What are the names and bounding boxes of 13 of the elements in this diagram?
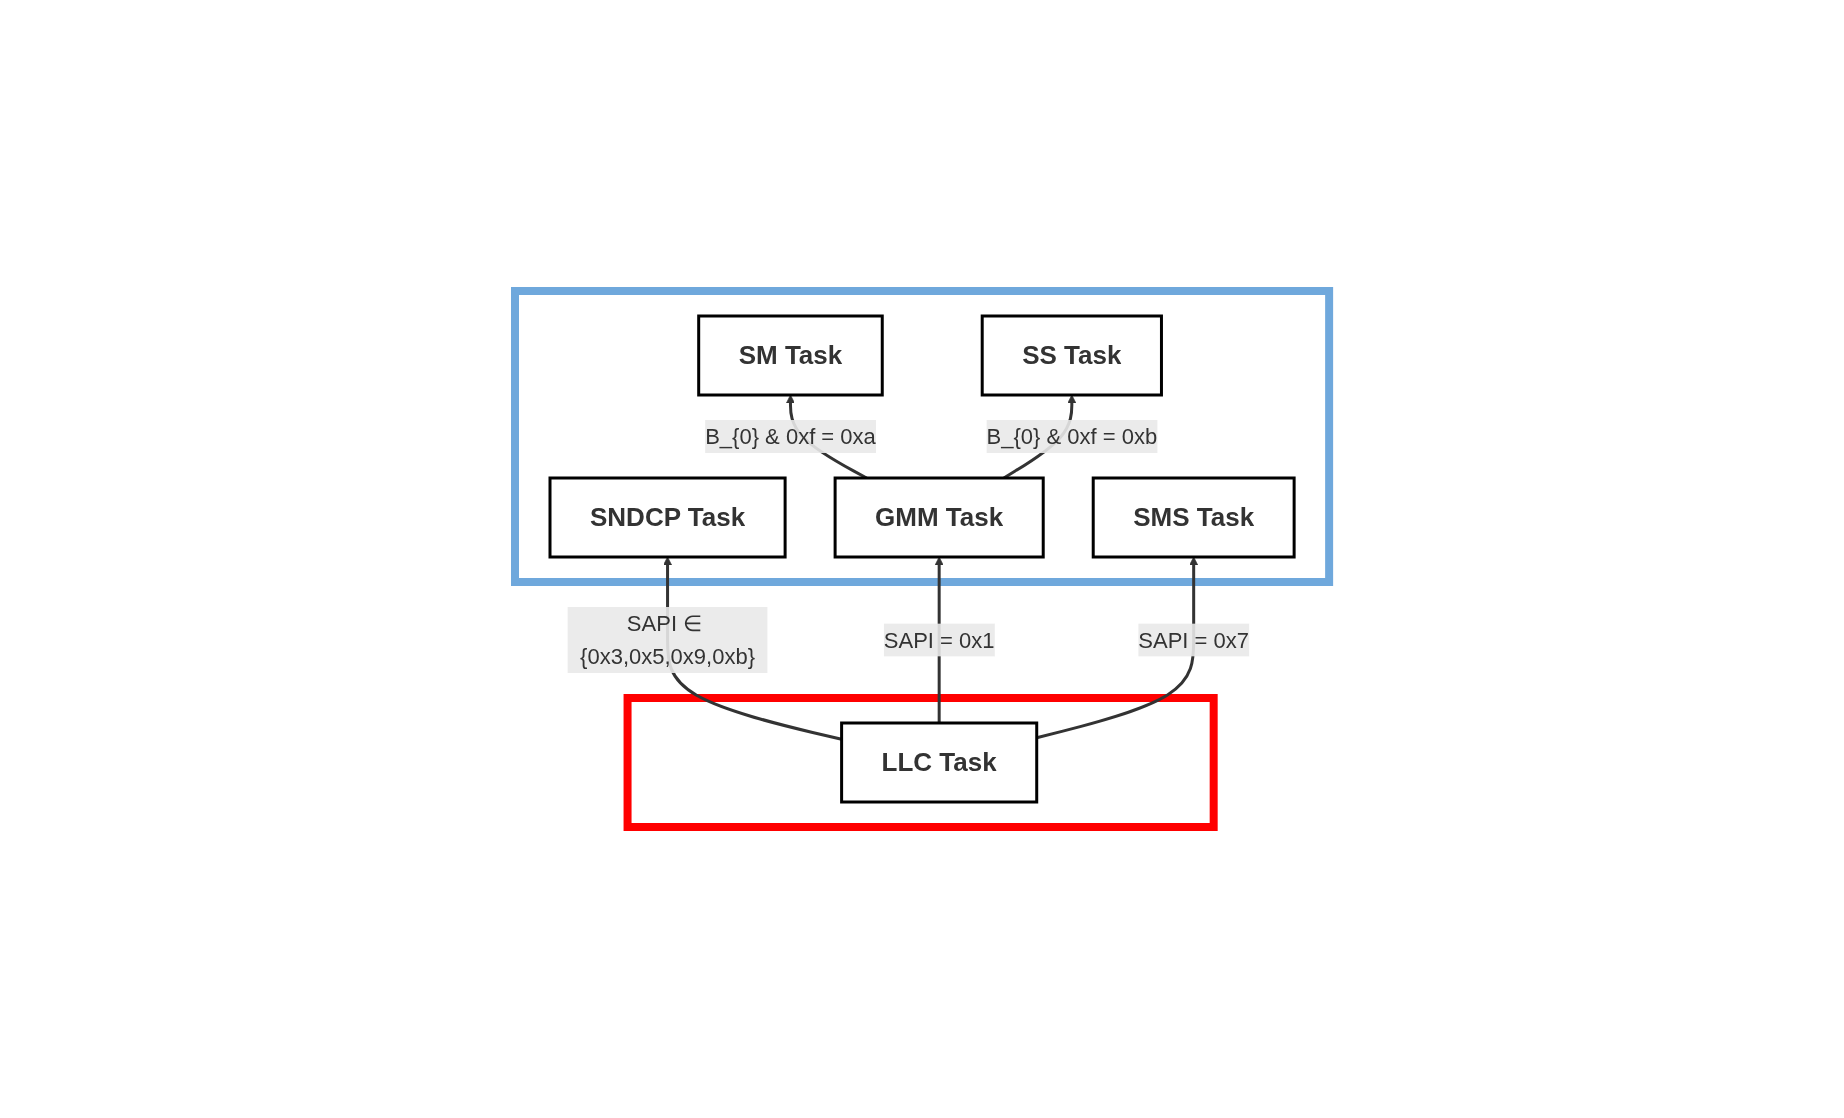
- edge-label: B_{0} & 0xf = 0xb: [986, 424, 1158, 449]
- edge-label: SAPI = 0x7: [1138, 627, 1249, 653]
- cluster: [623, 694, 1218, 831]
- node-box: SS Task: [980, 314, 1163, 397]
- node-box: SNDCP Task: [548, 476, 787, 559]
- edge-label: SAPI = 0x1: [883, 627, 995, 653]
- node-box: SM Task: [697, 314, 884, 397]
- node-box: LLC Task: [840, 721, 1039, 804]
- edge-label: B_{0} & 0xf = 0xa: [705, 424, 876, 449]
- edge-label: SAPI ∈ {0x3,0x5,0x9,0xb}: [580, 611, 755, 669]
- node-box: GMM Task: [833, 476, 1045, 559]
- node-box: SMS Task: [1091, 476, 1296, 559]
- cluster: [510, 287, 1334, 586]
